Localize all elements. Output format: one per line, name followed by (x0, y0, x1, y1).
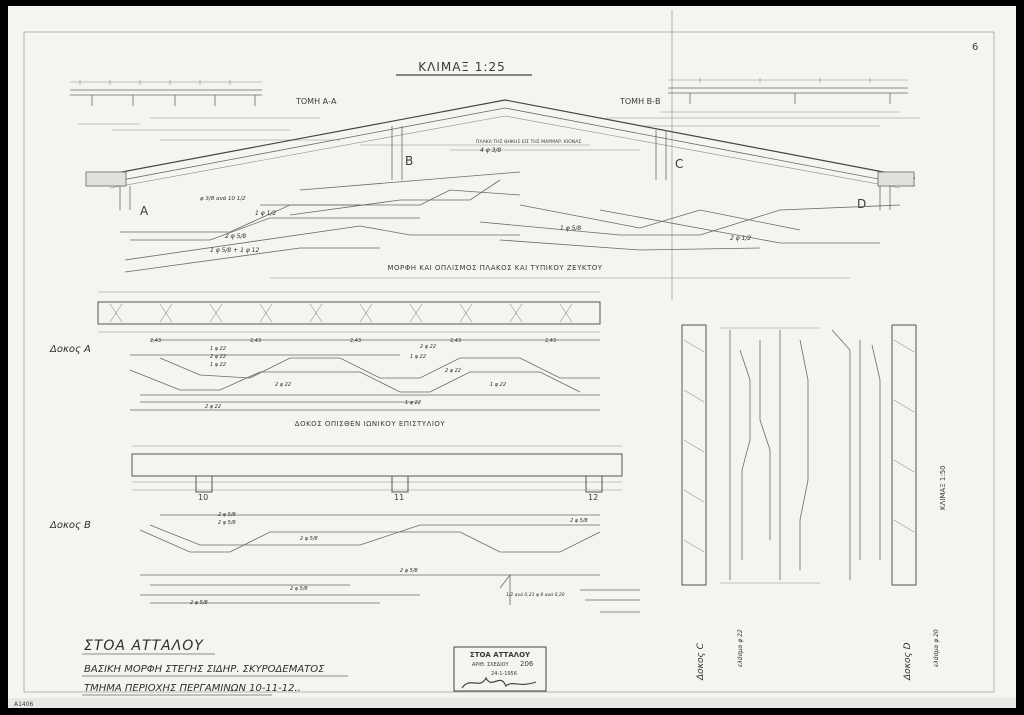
beam-a-rebar-7: 2 φ 22 (275, 382, 291, 388)
section-aa-label: ΤΟΜΗ Α-Α (295, 97, 337, 106)
point-label-a: A (140, 204, 149, 218)
beam-a-rebar-2: 2 φ 22 (210, 354, 226, 360)
stamp (453, 646, 547, 692)
beam-b (131, 445, 640, 613)
point-label-b: B (405, 154, 413, 168)
roof-truss: ΠΛΑΚΑ ΤΗΣ ΘΗΚΗΣ ΕΙΣ ΤΗΣ ΜΑΡΜΑΡ. ΚΙΟΝΑΣ (85, 99, 916, 210)
column-number-12: 12 (588, 493, 598, 502)
beam-b-rebar-7: 2 φ 5/8 (190, 600, 208, 606)
paper (8, 6, 1016, 708)
stamp-title: ΣΤΟΑ ΑΤΤΑΛΟΥ (470, 651, 531, 659)
beam-a-dim-1: 2,43 (150, 338, 161, 344)
beam-a-rebar-3: 1 φ 22 (210, 362, 226, 368)
section-aa: ΤΟΜΗ Α-Α (70, 80, 340, 141)
point-label-d: D (857, 197, 866, 211)
rebar-label-4: 1 φ 5/8 + 1 φ 12 (210, 247, 259, 254)
stamp-num-label: ΑΡΙΘ. ΣΧΕΔΙΟΥ (472, 662, 510, 668)
beam-a-rebar-6: 2 φ 22 (445, 368, 461, 374)
rebar-label-1: 4 φ 3/8 (480, 147, 501, 154)
rebar-label-3: 2 φ 5/8 (225, 233, 246, 240)
title-sub: ΒΑΣΙΚΗ ΜΟΡΦΗ ΣΤΕΓΗΣ ΣΙΔΗΡ. ΣΚΥΡΟΔΕΜΑΤΟΣ (84, 664, 325, 675)
drawing-frame (23, 31, 995, 693)
beam-d-label: Δοκος D (903, 642, 913, 681)
beam-a-rebar-4: 2 φ 22 (420, 344, 436, 350)
stamp-num: 206 (520, 660, 534, 668)
point-label-c: C (675, 157, 683, 171)
beam-b-rebar-4: 2 φ 5/8 (570, 518, 588, 524)
rebar-label-2: 1 φ 1/2 (255, 210, 276, 217)
beam-b-rebar-2: 2 φ 5/8 (218, 520, 236, 526)
stamp-date: 24-1-1956 (491, 671, 517, 677)
title-main: ΣΤΟΑ ΑΤΤΑΛΟΥ (84, 638, 204, 654)
beam-a-dim-2: 2,43 (250, 338, 261, 344)
slab-rebars (120, 171, 901, 279)
beam-a-rebar-10: 1 φ 22 (405, 400, 421, 406)
beam-a-rebar-5: 1 φ 22 (410, 354, 426, 360)
beam-b-rebar-5: 2 φ 5/8 (400, 568, 418, 574)
paper-strip-bottom (8, 698, 1016, 708)
beam-a-dim-3: 2,43 (350, 338, 361, 344)
beam-d (831, 324, 917, 586)
column-number-10: 10 (198, 493, 208, 502)
beam-a-rebar-1: 1 φ 22 (210, 346, 226, 352)
beam-c-label: Δοκος C (696, 642, 706, 681)
rebar-label-7: φ 3/8 ανά 10 1/2 (200, 195, 246, 202)
beam-b-rebar-3: 2 φ 5/8 (300, 536, 318, 542)
rebar-label-5: 1 φ 5/8 (560, 225, 581, 232)
scale-side: ΚΛΙΜΑΞ 1:50 (939, 465, 947, 510)
beam-b-label: Δοκος Β (49, 520, 91, 531)
beam-d-sub: ελάσμα φ 20 (933, 629, 940, 667)
beam-b-note: 1/2 ανά 0,21 φ 8 ανά 0,20 (506, 591, 565, 598)
beam-a-caption: ΔΟΚΟΣ ΟΠΙΣΘΕΝ ΙΩΝΙΚΟΥ ΕΠΙΣΤΥΛΙΟΥ (295, 420, 446, 428)
beam-c (681, 324, 820, 586)
section-bb: ΤΟΜΗ Β-Β (606, 78, 920, 127)
column-number-11: 11 (394, 493, 404, 502)
beam-a-dim-5: 2,43 (545, 338, 556, 344)
beam-a-rebar-9: 2 φ 22 (205, 404, 221, 410)
sheet-number: 6 (972, 42, 978, 53)
archive-id: A1406 (14, 701, 34, 708)
section-bb-label: ΤΟΜΗ Β-Β (619, 97, 661, 106)
beam-a-label: Δοκος Α (49, 344, 91, 355)
beam-b-rebar-6: 2 φ 5/8 (290, 586, 308, 592)
beam-a-dim-4: 2,43 (450, 338, 461, 344)
beam-b-rebar-1: 2 φ 5/8 (218, 512, 236, 518)
beam-a (97, 291, 601, 411)
slab-note: ΠΛΑΚΑ ΤΗΣ ΘΗΚΗΣ ΕΙΣ ΤΗΣ ΜΑΡΜΑΡ. ΚΙΟΝΑΣ (476, 139, 581, 145)
title-line3: ΤΜΗΜΑ ΠΕΡΙΟΧΗΣ ΠΕΡΓΑΜΙΝΩΝ 10-11-12.. (84, 683, 301, 694)
beam-c-sub: ελάσμα φ 22 (737, 629, 744, 667)
rebar-label-6: 2 φ 1/2 (730, 235, 751, 242)
slab-caption: ΜΟΡΦΗ ΚΑΙ ΟΠΛΙΣΜΟΣ ΠΛΑΚΟΣ ΚΑΙ ΤΥΠΙΚΟΥ ΖΕ… (387, 264, 602, 272)
beam-a-rebar-8: 1 φ 22 (490, 382, 506, 388)
signature (461, 676, 537, 689)
scale-title: ΚΛΙΜΑΞ 1:25 (418, 60, 506, 74)
